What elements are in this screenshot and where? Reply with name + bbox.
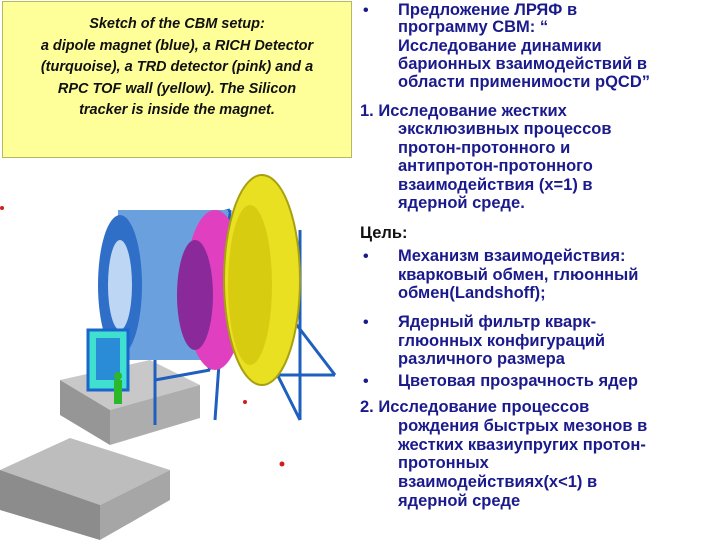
text-line: Цветовая прозрачность ядер	[398, 372, 638, 390]
text-line: различного размера	[398, 350, 565, 368]
bullet-glyph: •	[363, 373, 369, 390]
text-line: глюонных конфигураций	[398, 332, 606, 350]
text-line: протон-протонного и	[398, 139, 571, 157]
text-line: обмен(Landshoff);	[398, 284, 546, 302]
caption-line: tracker is inside the magnet.	[79, 102, 275, 118]
caption-line: (turquoise), a TRD detector (pink) and a	[40, 59, 314, 75]
caption-line: RPC TOF wall (yellow). The Silicon	[57, 80, 297, 97]
text-line: барионных взаимодействий в	[398, 55, 647, 73]
text-line: ядерной среде.	[398, 194, 525, 212]
text-line: Предложение ЛРЯФ в	[398, 1, 578, 19]
text-line: ядерной среде	[398, 492, 521, 510]
text-line: Механизм взаимодействия:	[398, 247, 626, 265]
text-line: рождения быстрых мезонов в	[398, 417, 648, 435]
person-figure	[114, 380, 122, 404]
text-line: Цель:	[360, 224, 408, 242]
text-line: взаимодействиях(x<1) в	[398, 473, 598, 491]
bullet-glyph: •	[363, 248, 369, 265]
marker-dot	[0, 206, 4, 210]
tof-wall	[223, 174, 301, 386]
text-line: Ядерный фильтр кварк-	[398, 313, 597, 331]
text-line: 1. Исследование жестких	[360, 102, 567, 120]
marker-dot	[279, 461, 285, 467]
text-line: области применимости pQCD”	[398, 73, 651, 91]
person-head	[114, 372, 122, 380]
trd-inner	[177, 240, 213, 350]
text-line: протонных	[398, 454, 489, 472]
text-line: эксклюзивных процессов	[398, 120, 612, 138]
caption-line: a dipole magnet (blue), a RICH Detector	[40, 37, 314, 54]
bullet-glyph: •	[363, 314, 369, 331]
text-line: антипротон-протонного	[398, 157, 593, 175]
text-line: кварковый обмен, глюонный	[398, 266, 639, 284]
marker-dot	[243, 400, 247, 404]
text-panel: • Предложение ЛРЯФ в программу СВМ: “ Ис…	[358, 0, 718, 540]
caption-box: Sketch of the CBM setup: a dipole magnet…	[2, 1, 352, 158]
text-line: жестких квазиупругих протон-	[398, 436, 646, 454]
text-line: Исследование динамики	[398, 37, 602, 55]
text-line: программу СВМ: “	[398, 18, 549, 36]
caption-line: Sketch of the CBM setup:	[89, 16, 265, 32]
bullet-glyph: •	[363, 2, 369, 19]
text-line: взаимодействия (x=1) в	[398, 176, 593, 194]
text-line: 2. Исследование процессов	[360, 398, 590, 416]
cbm-setup-illustration	[0, 174, 337, 540]
